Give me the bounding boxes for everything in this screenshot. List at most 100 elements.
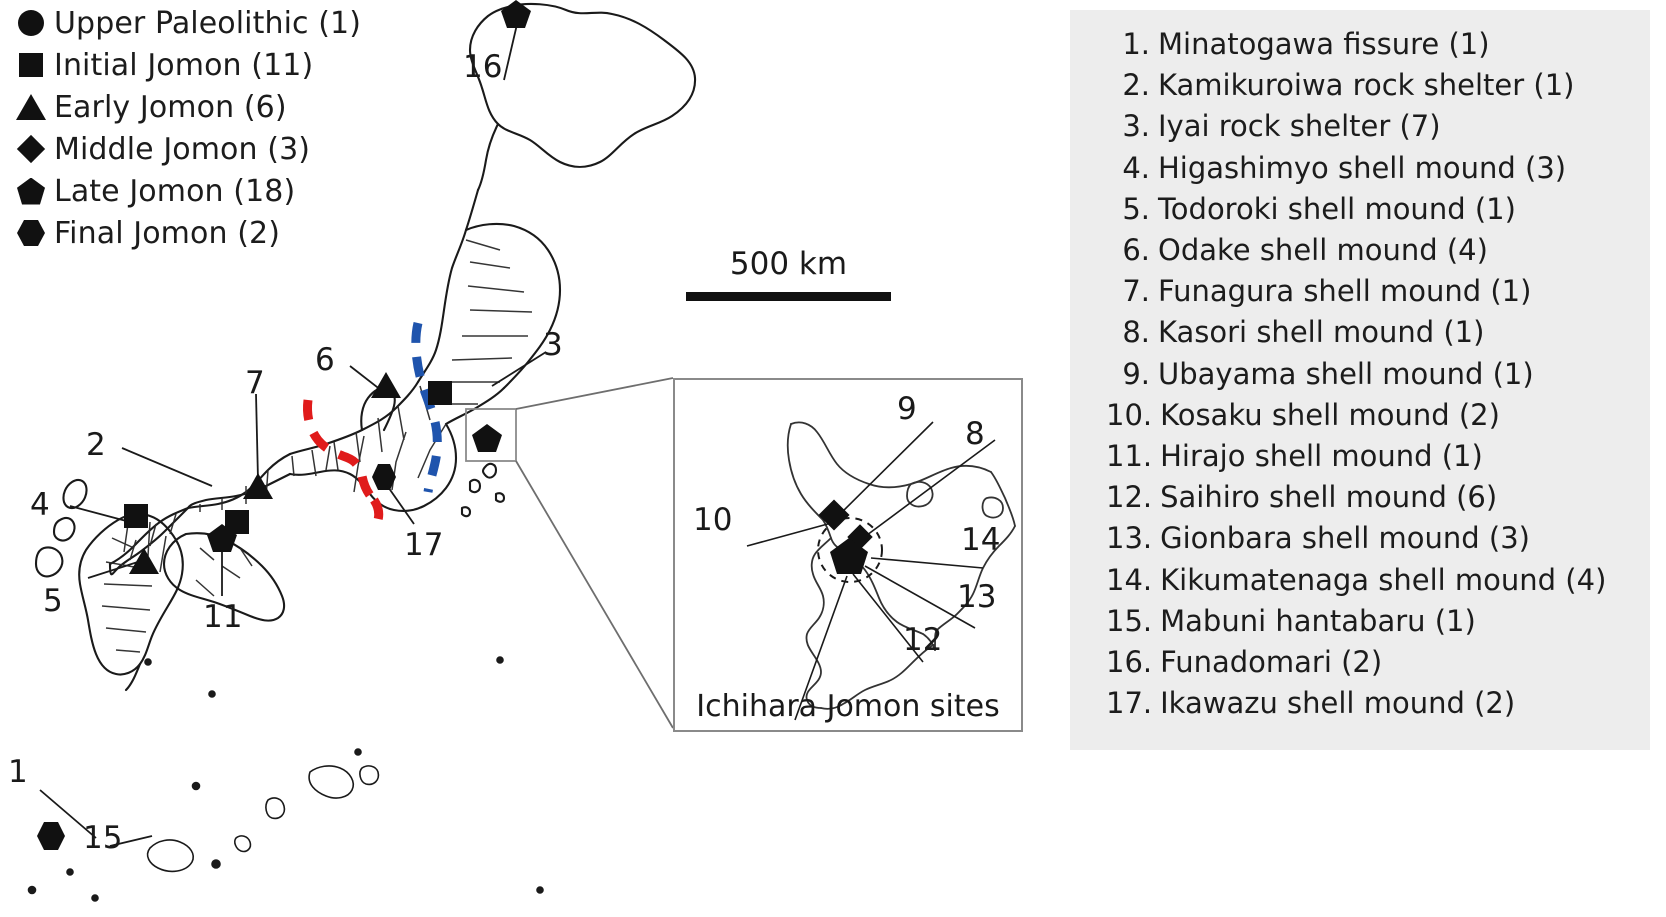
marker-pentagon-11 <box>207 524 237 552</box>
list-item-label: Kosaku shell mound (2) <box>1160 397 1500 432</box>
list-item-number: 16. <box>1106 645 1153 680</box>
marker-pentagon-ichihara <box>472 424 502 452</box>
legend-item-final-jomon: Final Jomon (2) <box>8 212 368 254</box>
list-item: 8. Kasori shell mound (1) <box>1106 312 1650 353</box>
list-item: 15. Mabuni hantabaru (1) <box>1106 601 1650 642</box>
blue-tectonic-line <box>411 321 442 493</box>
list-item: 16. Funadomari (2) <box>1106 642 1650 683</box>
list-item-label: Funadomari (2) <box>1160 645 1383 680</box>
list-item-label: Iyai rock shelter (7) <box>1158 109 1441 144</box>
list-item-label: Higashimyo shell mound (3) <box>1158 150 1567 185</box>
list-item-number: 14. <box>1106 562 1153 597</box>
list-item: 2. Kamikuroiwa rock shelter (1) <box>1106 65 1650 106</box>
legend-item-early-jomon: Early Jomon (6) <box>8 86 368 128</box>
list-item: 13. Gionbara shell mound (3) <box>1106 518 1650 559</box>
map-callout-2: 2 <box>86 427 106 463</box>
list-item: 6. Odake shell mound (4) <box>1106 230 1650 271</box>
legend-label: Late Jomon (18) <box>54 173 296 209</box>
legend-item-middle-jomon: Middle Jomon (3) <box>8 128 368 170</box>
list-item: 3. Iyai rock shelter (7) <box>1106 106 1650 147</box>
scale-bar-line <box>686 292 891 301</box>
legend-label: Initial Jomon (11) <box>54 47 314 83</box>
list-item-number: 5. <box>1122 191 1150 226</box>
list-item: 1. Minatogawa fissure (1) <box>1106 24 1650 65</box>
list-item-label: Hirajo shell mound (1) <box>1160 439 1483 474</box>
ichihara-inset-map: 9 8 10 14 13 12 Ichihara Jomon sites <box>673 378 1023 732</box>
inset-markers-layer <box>818 499 873 574</box>
map-callout-1: 1 <box>8 754 28 790</box>
legend-item-late-jomon: Late Jomon (18) <box>8 170 368 212</box>
map-callout-3: 3 <box>543 327 563 363</box>
list-item-label: Ubayama shell mound (1) <box>1158 356 1534 391</box>
map-markers-layer <box>37 0 531 850</box>
ichihara-inset-svg <box>746 421 1016 721</box>
legend-label: Upper Paleolithic (1) <box>54 5 362 41</box>
list-item-label: Funagura shell mound (1) <box>1158 274 1532 309</box>
square-marker-icon <box>8 53 54 77</box>
marker-square-3 <box>428 381 452 405</box>
marker-hexagon-okinawa <box>37 822 65 850</box>
list-item: 12. Saihiro shell mound (6) <box>1106 477 1650 518</box>
list-item-label: Kamikuroiwa rock shelter (1) <box>1158 68 1575 103</box>
marker-triangle-5 <box>129 548 159 574</box>
list-item: 17. Ikawazu shell mound (2) <box>1106 683 1650 724</box>
list-item-number: 12. <box>1106 480 1153 515</box>
red-tectonic-line-upper <box>303 399 378 504</box>
list-item-number: 3. <box>1122 109 1150 144</box>
inset-callout-8: 8 <box>965 416 985 452</box>
legend-label: Final Jomon (2) <box>54 215 281 251</box>
list-item-label: Kikumatenaga shell mound (4) <box>1160 562 1607 597</box>
map-callout-5: 5 <box>43 583 63 619</box>
list-item-label: Saihiro shell mound (6) <box>1160 480 1498 515</box>
triangle-marker-icon <box>8 94 54 120</box>
list-item: 10. Kosaku shell mound (2) <box>1106 395 1650 436</box>
hexagon-marker-icon <box>8 220 54 246</box>
list-item-label: Odake shell mound (4) <box>1158 233 1488 268</box>
list-item: 11. Hirajo shell mound (1) <box>1106 436 1650 477</box>
legend-label: Early Jomon (6) <box>54 89 287 125</box>
japan-map-svg <box>27 0 697 902</box>
marker-pentagon-16 <box>501 0 531 28</box>
map-callout-4: 4 <box>30 487 50 523</box>
legend-item-initial-jomon: Initial Jomon (11) <box>8 44 368 86</box>
list-item: 7. Funagura shell mound (1) <box>1106 271 1650 312</box>
list-item-label: Kasori shell mound (1) <box>1158 315 1485 350</box>
list-item-number: 17. <box>1106 686 1153 721</box>
list-item: 5. Todoroki shell mound (1) <box>1106 189 1650 230</box>
legend-item-upper-paleolithic: Upper Paleolithic (1) <box>8 2 368 44</box>
inset-connector-lines <box>465 377 674 729</box>
list-item-label: Todoroki shell mound (1) <box>1158 191 1516 226</box>
list-item-number: 11. <box>1106 439 1153 474</box>
list-item-number: 10. <box>1106 397 1153 432</box>
red-tectonic-line-lower <box>370 497 384 522</box>
list-item-number: 4. <box>1122 150 1150 185</box>
map-callout-15: 15 <box>83 820 123 856</box>
list-item-label: Ikawazu shell mound (2) <box>1160 686 1516 721</box>
list-item-number: 7. <box>1122 274 1150 309</box>
cluster-highlight-circle <box>817 517 883 583</box>
list-item-number: 1. <box>1122 27 1150 61</box>
marker-triangle-6 <box>371 372 401 398</box>
list-item-number: 6. <box>1122 233 1150 268</box>
diamond-marker-icon <box>8 134 54 164</box>
map-callout-7: 7 <box>245 365 265 401</box>
scale-bar: 500 km <box>686 246 891 301</box>
list-item-label: Mabuni hantabaru (1) <box>1160 603 1476 638</box>
list-item-number: 2. <box>1122 68 1150 103</box>
list-item-number: 9. <box>1122 356 1150 391</box>
list-item-number: 8. <box>1122 315 1150 350</box>
inset-callout-9: 9 <box>897 391 917 427</box>
marker-square-4 <box>124 504 148 528</box>
map-callout-6: 6 <box>315 342 335 378</box>
marker-hexagon-17 <box>372 464 396 490</box>
list-item: 9. Ubayama shell mound (1) <box>1106 354 1650 395</box>
inset-callout-leaders <box>746 421 996 721</box>
inset-caption: Ichihara Jomon sites <box>696 689 1000 724</box>
scale-bar-label: 500 km <box>729 246 848 282</box>
legend-label: Middle Jomon (3) <box>54 131 311 167</box>
site-list-panel: 1. Minatogawa fissure (1) 2. Kamikuroiwa… <box>1070 10 1650 750</box>
list-item: 4. Higashimyo shell mound (3) <box>1106 148 1650 189</box>
map-callout-16: 16 <box>463 49 503 85</box>
list-item-number: 15. <box>1106 603 1153 638</box>
